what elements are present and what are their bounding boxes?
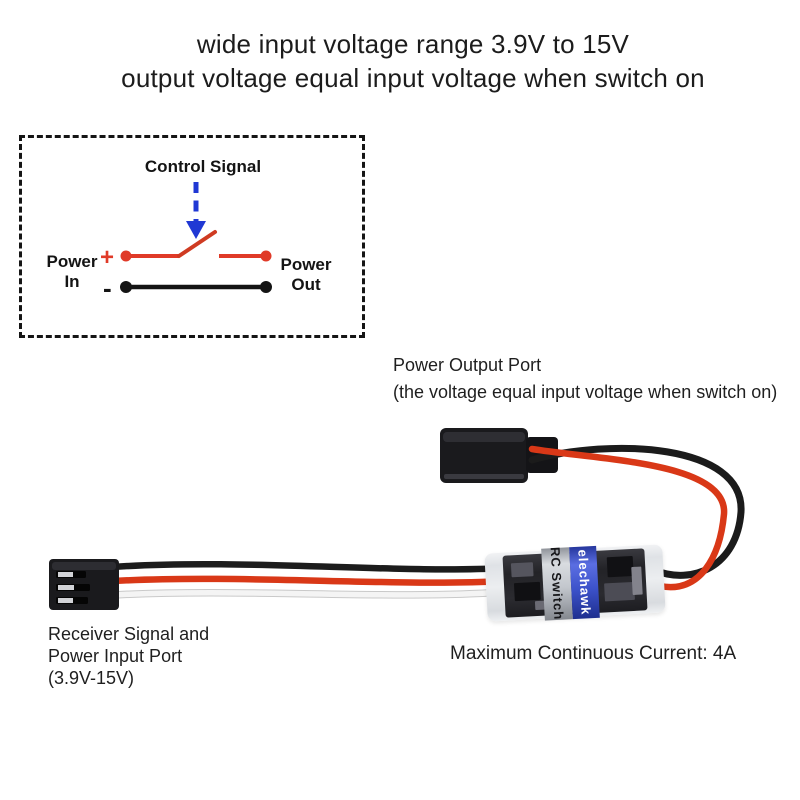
- output-wire-black: [528, 444, 745, 579]
- brand-label: elechawk: [575, 549, 594, 616]
- input-connector: [49, 559, 119, 610]
- pcb-component: [604, 581, 635, 602]
- max-current-annotation: Maximum Continuous Current: 4A: [450, 643, 737, 664]
- page-title: wide input voltage range 3.9V to 15V out…: [13, 27, 800, 95]
- input-port-annotation: Receiver Signal and Power Input Port (3.…: [48, 623, 209, 689]
- rc-switch-module: RC Switch elechawk: [484, 544, 666, 622]
- negative-symbol: -: [103, 273, 112, 303]
- positive-symbol: +: [100, 244, 115, 271]
- pcb-component: [606, 555, 634, 578]
- circuit-diagram-graphics: [120, 182, 272, 293]
- negative-out-node: [260, 281, 272, 293]
- circuit-diagram: Control Signal + - Power In Power Out: [19, 135, 365, 338]
- input-port-line3: (3.9V-15V): [48, 668, 135, 688]
- output-port-line1: Power Output Port: [393, 355, 542, 375]
- product-name-band: RC Switch: [541, 546, 573, 621]
- switch-blade: [177, 230, 217, 258]
- input-wire-black: [111, 560, 505, 573]
- power-out-label: Power Out: [264, 255, 348, 295]
- input-wire-red: [112, 575, 504, 586]
- power-in-line2: In: [64, 272, 80, 291]
- title-line-1: wide input voltage range 3.9V to 15V: [196, 29, 630, 59]
- power-out-line2: Out: [291, 275, 321, 294]
- output-port-annotation: Power Output Port (the voltage equal inp…: [393, 352, 777, 406]
- product-name-label: RC Switch: [547, 546, 567, 621]
- input-port-line1: Receiver Signal and: [48, 624, 210, 644]
- control-signal-label: Control Signal: [144, 157, 262, 176]
- output-wire-red: [528, 445, 728, 591]
- output-connector: [440, 428, 558, 483]
- brand-band: elechawk: [569, 545, 600, 620]
- power-out-line1: Power: [280, 255, 332, 274]
- power-in-label: Power In: [30, 252, 114, 292]
- pcb-component: [631, 566, 643, 595]
- output-port-line2: (the voltage equal input voltage when sw…: [393, 382, 778, 402]
- title-line-2: output voltage equal input voltage when …: [121, 63, 705, 93]
- pcb-component: [513, 581, 541, 602]
- control-signal-arrowhead: [186, 221, 206, 239]
- input-port-line2: Power Input Port: [48, 646, 183, 666]
- power-in-line1: Power: [46, 252, 98, 271]
- input-wire-white: [113, 589, 503, 598]
- positive-out-node: [260, 250, 272, 262]
- pcb-component: [510, 562, 534, 578]
